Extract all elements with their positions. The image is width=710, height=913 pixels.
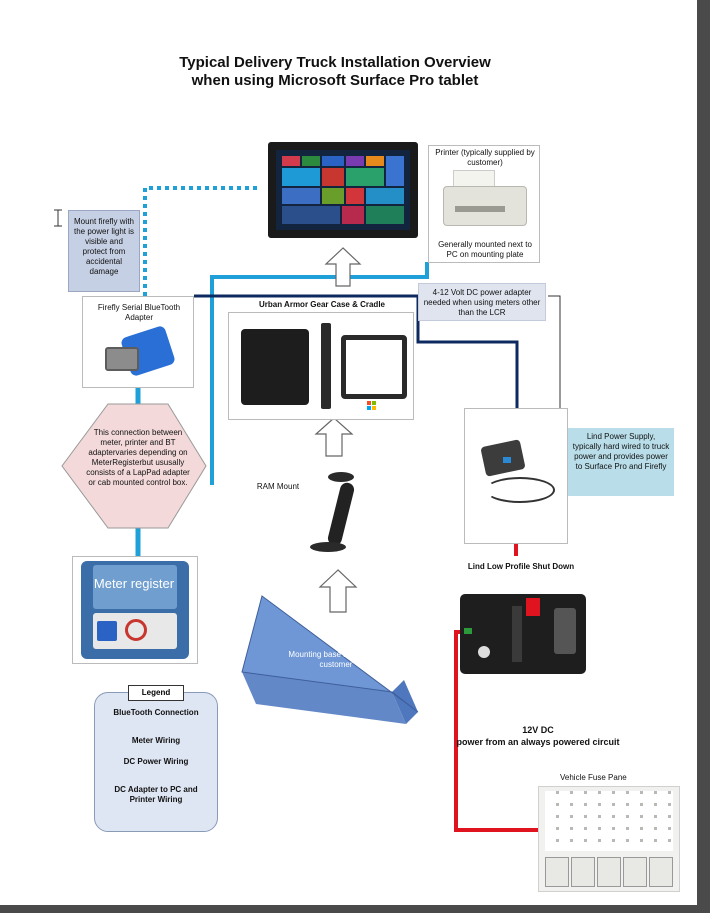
printer-box: Printer (typically supplied by customer)… xyxy=(428,145,540,263)
cradle-box xyxy=(228,312,414,420)
power-label-1: 12V DC xyxy=(522,725,554,735)
legend-adapter-label: DC Adapter to PC and Printer Wiring xyxy=(114,785,198,804)
firefly-box: Firefly Serial BlueTooth Adapter xyxy=(82,296,194,388)
mount-note: Mount firefly with the power light is vi… xyxy=(68,210,140,292)
mounting-base-label: Mounting base supplied by customer xyxy=(288,650,384,669)
bluetooth-adapter-icon xyxy=(101,324,177,378)
lind-supply-note-text: Lind Power Supply, typically hard wired … xyxy=(572,432,670,471)
power-label-2: power from an always powered circuit xyxy=(456,737,620,747)
mounting-base-front xyxy=(242,672,406,724)
hexagon-shape xyxy=(61,403,207,529)
meter-wiring-tablet xyxy=(210,262,429,485)
lind-supply-note: Lind Power Supply, typically hard wired … xyxy=(568,428,674,496)
shutdown-box-icon xyxy=(460,588,588,682)
fuse-panel-label: Vehicle Fuse Pane xyxy=(560,773,627,782)
lind-supply-icon xyxy=(479,437,557,507)
case-label: Urban Armor Gear Case & Cradle xyxy=(259,300,385,309)
legend-box xyxy=(94,692,218,832)
title-line-2: when using Microsoft Surface Pro tablet xyxy=(191,72,479,89)
title-line-1: Typical Delivery Truck Installation Over… xyxy=(179,54,491,71)
shutdown-label: Lind Low Profile Shut Down xyxy=(467,562,575,571)
arrow-up-to-tablet xyxy=(324,247,362,287)
surface-tablet-icon xyxy=(268,142,418,238)
mounting-base-top xyxy=(241,595,419,713)
ram-mount-label: RAM Mount xyxy=(256,482,300,491)
printer-top-label: Printer (typically supplied by customer) xyxy=(435,148,535,167)
page-shadow-right xyxy=(697,0,710,913)
adapter-wiring-printer xyxy=(548,295,561,408)
ram-mount-icon xyxy=(306,472,370,556)
printer-bottom-label: Generally mounted next to PC on mounting… xyxy=(438,240,532,259)
firefly-label: Firefly Serial BlueTooth Adapter xyxy=(97,303,181,322)
bluetooth-connection-wire xyxy=(143,186,258,296)
text-cursor-icon xyxy=(54,209,62,227)
dc-adapter-note: 4-12 Volt DC power adapter needed when u… xyxy=(418,283,546,321)
page-shadow-bottom xyxy=(0,905,710,913)
legend-meter-label: Meter Wiring xyxy=(131,736,181,745)
dc-adapter-note-text: 4-12 Volt DC power adapter needed when u… xyxy=(423,288,541,317)
legend-title: Legend xyxy=(128,685,184,701)
hexagon-text: This connection between meter, printer a… xyxy=(86,428,190,487)
meter-register-icon xyxy=(72,556,198,664)
arrow-up-to-cradle xyxy=(314,417,354,457)
legend-dc-label: DC Power Wiring xyxy=(123,757,189,766)
arrow-up-to-mount xyxy=(318,569,358,613)
legend-bluetooth-label: BlueTooth Connection xyxy=(113,708,199,717)
printer-icon xyxy=(443,170,527,232)
mount-note-text: Mount firefly with the power light is vi… xyxy=(73,217,135,276)
meter-register-label: Meter register xyxy=(93,576,175,591)
fuse-panel-icon xyxy=(538,786,680,892)
cradle-icon xyxy=(237,319,407,415)
microsoft-logo-icon xyxy=(367,399,393,415)
lind-supply-box xyxy=(464,408,568,544)
